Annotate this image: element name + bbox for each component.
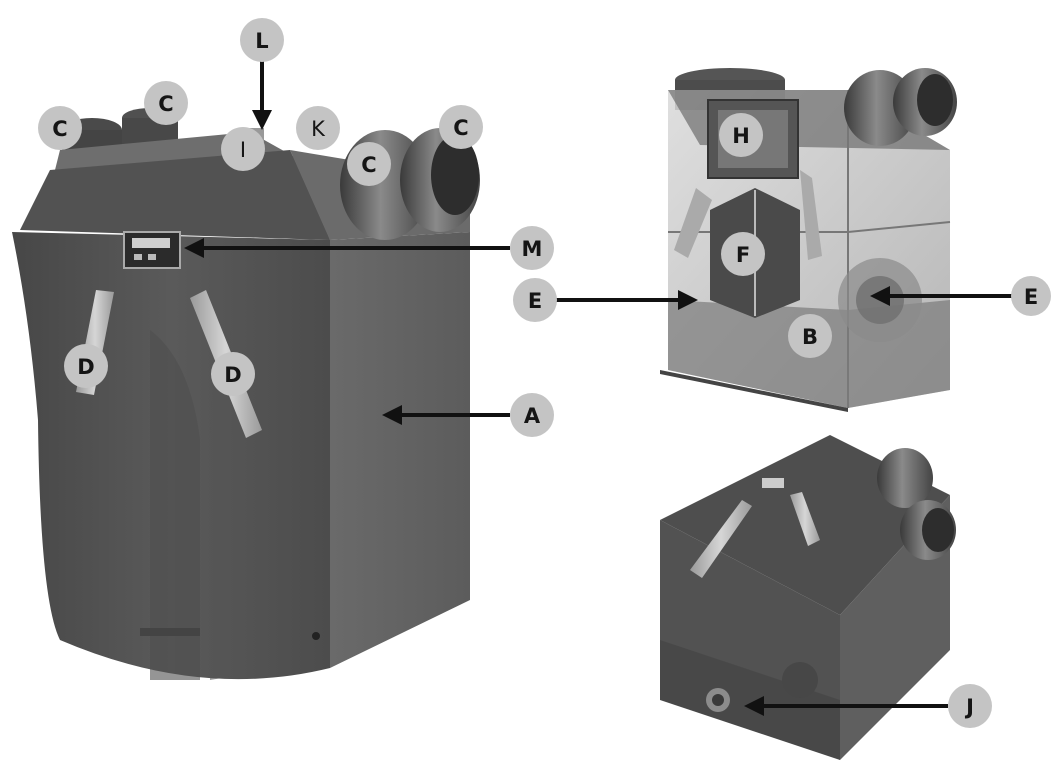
label-C-2: C [144,81,188,125]
svg-text:E: E [528,289,542,313]
svg-text:L: L [255,29,268,53]
cutaway-unit [660,68,957,412]
svg-text:D: D [224,363,241,387]
label-I: I [221,127,265,171]
label-L: L [240,18,284,62]
label-H: H [719,113,763,157]
svg-text:F: F [736,243,750,267]
label-C-4: C [439,105,483,149]
svg-text:A: A [524,404,541,428]
svg-text:E: E [1024,285,1038,309]
svg-text:J: J [964,695,974,719]
arrow-E-right [870,286,1012,306]
label-A: A [510,393,554,437]
main-unit [12,108,480,680]
svg-text:C: C [52,117,67,141]
svg-text:C: C [361,153,376,177]
bottom-view-unit [660,435,956,760]
label-J: J [948,684,992,728]
label-B: B [788,314,832,358]
label-D-1: D [64,344,108,388]
label-E-right: E [1011,276,1051,316]
label-D-2: D [211,352,255,396]
arrow-E-left [556,290,698,310]
svg-text:I: I [240,138,246,162]
arrow-J [744,696,948,716]
arrow-A [382,405,510,425]
label-C-3: C [347,142,391,186]
arrow-M [184,238,510,258]
label-F: F [721,232,765,276]
svg-text:K: K [311,117,326,141]
arrow-L [252,60,272,130]
svg-text:D: D [77,355,94,379]
svg-text:C: C [453,116,468,140]
label-E-left: E [513,278,557,322]
label-C-1: C [38,106,82,150]
label-K: K [296,106,340,150]
svg-text:H: H [732,124,750,148]
label-M: M [510,226,554,270]
svg-text:M: M [522,237,543,261]
svg-text:B: B [802,325,818,349]
svg-text:C: C [158,92,173,116]
